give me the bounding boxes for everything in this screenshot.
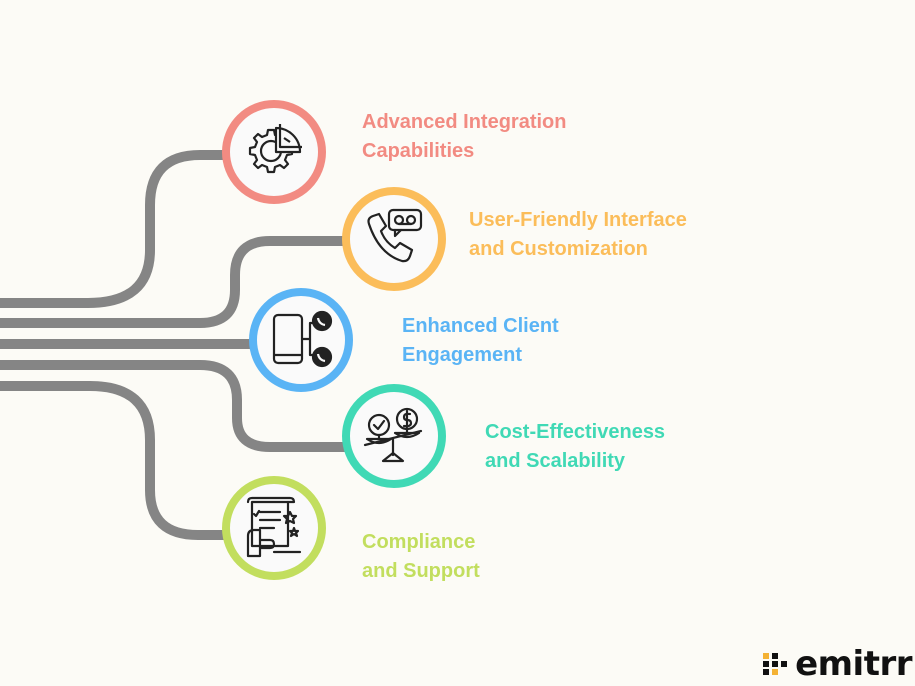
label-line-2: and Support (362, 560, 480, 582)
label-interface: User-Friendly Interface and Customizatio… (469, 206, 687, 264)
label-line-1: Compliance (362, 531, 476, 553)
emitrr-logo-icon (763, 653, 788, 675)
label-line-1: Cost-Effectiveness (485, 421, 666, 443)
label-line-2: and Customization (469, 238, 648, 260)
label-line-1: User-Friendly Interface (469, 209, 687, 231)
connector-line-compliance (0, 381, 232, 540)
brand-name: emitrr (795, 644, 912, 684)
node-interface (342, 187, 446, 291)
label-line-2: and Scalability (485, 450, 626, 472)
label-line-2: Engagement (402, 344, 523, 366)
balance-scale-icon (363, 407, 423, 463)
label-line-1: Enhanced Client (402, 315, 559, 337)
connector-line-interface (0, 236, 350, 328)
phone-voicemail-icon (367, 208, 423, 263)
node-integration (222, 100, 326, 204)
label-line-1: Advanced Integration (362, 111, 567, 133)
gear-chart-icon (248, 124, 302, 174)
node-engagement (249, 288, 353, 392)
label-engagement: Enhanced Client Engagement (402, 312, 559, 370)
label-cost: Cost-Effectiveness and Scalability (485, 418, 665, 476)
connector-line-cost (0, 360, 350, 452)
connector-line-integration (0, 150, 232, 308)
label-integration: Advanced Integration Capabilities (362, 108, 566, 166)
label-line-2: Capabilities (362, 140, 475, 162)
node-compliance (222, 476, 326, 580)
node-cost (342, 384, 446, 488)
document-checklist-icon (246, 496, 302, 558)
mobile-calls-icon (272, 310, 333, 368)
brand-logo: emitrr (763, 644, 912, 684)
label-compliance: Compliance and Support (362, 528, 480, 586)
